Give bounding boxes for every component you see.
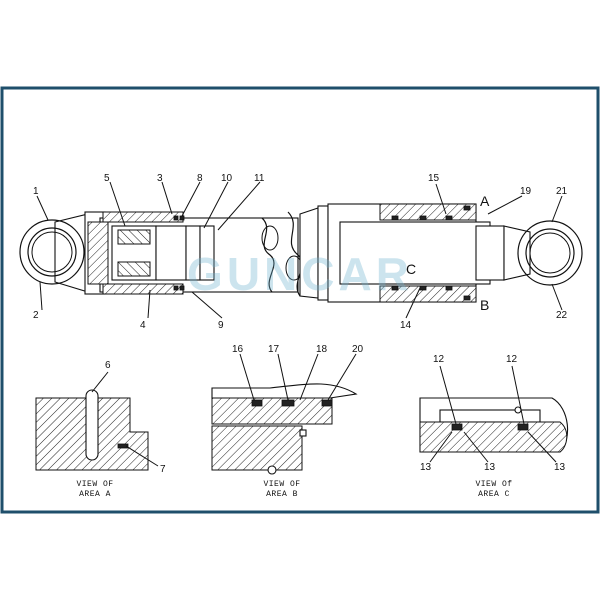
- callout-8: 8: [197, 173, 203, 184]
- main-leader-lines: [36, 181, 563, 319]
- watermark: GUNCAR: [187, 248, 413, 300]
- area-letter-a: A: [480, 193, 490, 209]
- view-a-caption-line1: VIEW OF: [76, 480, 113, 489]
- view-area-b: [211, 353, 358, 475]
- view-a-caption-line2: AREA A: [79, 490, 111, 499]
- callout-16: 16: [232, 344, 244, 355]
- callout-12-left: 12: [433, 354, 445, 365]
- right-rod-eye: [517, 220, 583, 286]
- callout-17: 17: [268, 344, 280, 355]
- callout-13-left: 13: [420, 462, 432, 473]
- cylinder-assembly: [19, 203, 583, 303]
- view-captions: VIEW OF AREA A VIEW OF AREA B VIEW Of AR…: [76, 480, 512, 499]
- callout-18: 18: [316, 344, 328, 355]
- view-area-a: [35, 371, 159, 471]
- callout-21: 21: [556, 186, 568, 197]
- area-letter-b: B: [480, 297, 489, 313]
- left-rod-eye: [19, 213, 89, 293]
- callout-19: 19: [520, 186, 532, 197]
- callout-2: 2: [33, 310, 39, 321]
- callout-12-right: 12: [506, 354, 518, 365]
- callout-15: 15: [428, 173, 440, 184]
- callout-5: 5: [104, 173, 110, 184]
- callout-7: 7: [160, 464, 166, 475]
- view-area-c: [419, 365, 569, 463]
- area-letter-c: C: [406, 261, 416, 277]
- callout-14: 14: [400, 320, 412, 331]
- view-c-caption-line2: AREA C: [478, 490, 510, 499]
- view-c-caption-line1: VIEW Of: [475, 480, 512, 489]
- view-b-caption-line1: VIEW OF: [263, 480, 300, 489]
- callout-11: 11: [254, 173, 265, 184]
- callout-4: 4: [140, 320, 146, 331]
- callout-6: 6: [105, 360, 111, 371]
- callout-3: 3: [157, 173, 163, 184]
- callout-22: 22: [556, 310, 568, 321]
- area-letters: A B C: [406, 193, 490, 313]
- callout-13-right: 13: [554, 462, 566, 473]
- callout-20: 20: [352, 344, 364, 355]
- callout-10: 10: [221, 173, 233, 184]
- callout-1: 1: [33, 186, 39, 197]
- callout-numbers: 1 2 5 3 8 10 11 4 9 15 19 21 14 22 6 7 1…: [33, 173, 568, 475]
- callout-9: 9: [218, 320, 224, 331]
- view-b-caption-line2: AREA B: [266, 490, 298, 499]
- callout-13-mid: 13: [484, 462, 496, 473]
